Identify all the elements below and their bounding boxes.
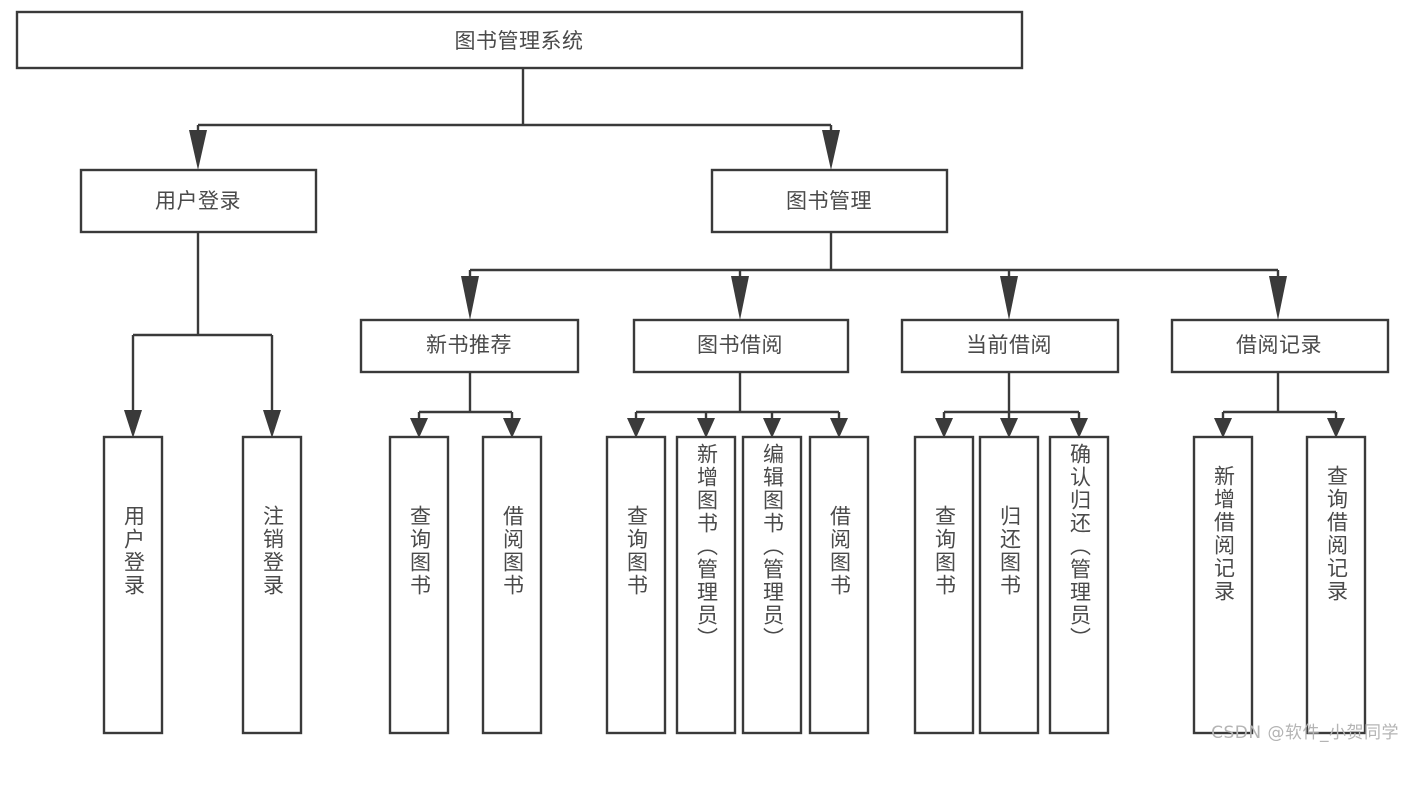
node-leaf-borrow-book-2-box[interactable] — [808, 435, 870, 735]
node-borrow-record-label: 借阅记录 — [1236, 333, 1322, 357]
arrow-root-to-user-login-icon — [189, 130, 207, 170]
csdn-watermark: CSDN @软件_小贺同学 — [1211, 723, 1399, 743]
node-leaf-query-book-2-box[interactable] — [605, 435, 667, 735]
node-new-book-recommend[interactable]: 新书推荐 — [359, 318, 580, 374]
node-leaf-add-record-box[interactable] — [1192, 435, 1254, 735]
node-leaf-query-record-box[interactable] — [1305, 435, 1367, 735]
node-book-management-box[interactable] — [710, 168, 949, 234]
arrow-bm-to-current-borrow-icon — [1000, 276, 1018, 320]
connector-layer — [124, 68, 1345, 438]
arrow-bb-leaf3-icon — [763, 418, 781, 438]
arrow-bm-to-new-book-icon — [461, 276, 479, 320]
node-user-login-label: 用户登录 — [155, 189, 241, 213]
node-book-borrow-label: 图书借阅 — [697, 333, 783, 357]
node-leaf-edit-book-box[interactable] — [741, 435, 803, 735]
node-leaf-add-book-box[interactable] — [675, 435, 737, 735]
arrow-nbr-leaf1-icon — [410, 418, 428, 438]
node-root-box[interactable] — [15, 10, 1024, 70]
node-borrow-record[interactable]: 借阅记录 — [1170, 318, 1390, 374]
hierarchy-diagram: 图书管理系统 用户登录 图书管理 新书推荐 图书借阅 当前借阅 借阅记录 — [15, 10, 1390, 735]
arrow-ul-leaf1-icon — [124, 410, 142, 438]
arrow-br-leaf1-icon — [1214, 418, 1232, 438]
node-leaf-return-book-box[interactable] — [978, 435, 1040, 735]
arrow-bb-leaf2-icon — [697, 418, 715, 438]
node-root[interactable]: 图书管理系统 — [15, 10, 1024, 70]
node-user-login[interactable]: 用户登录 — [79, 168, 318, 234]
arrow-root-to-book-management-icon — [822, 130, 840, 170]
arrow-bm-to-borrow-record-icon — [1269, 276, 1287, 320]
node-new-book-recommend-box[interactable] — [359, 318, 580, 374]
arrow-ul-leaf2-icon — [263, 410, 281, 438]
leaf-box-layer — [102, 435, 1367, 735]
node-current-borrow[interactable]: 当前借阅 — [900, 318, 1120, 374]
node-current-borrow-box[interactable] — [900, 318, 1120, 374]
node-leaf-query-book-3-box[interactable] — [913, 435, 975, 735]
node-leaf-logout-login-box[interactable] — [241, 435, 303, 735]
arrow-cb-leaf2-icon — [1000, 418, 1018, 438]
node-book-borrow-box[interactable] — [632, 318, 850, 374]
node-current-borrow-label: 当前借阅 — [966, 333, 1052, 357]
node-book-management[interactable]: 图书管理 — [710, 168, 949, 234]
arrow-cb-leaf1-icon — [935, 418, 953, 438]
arrow-bm-to-book-borrow-icon — [731, 276, 749, 320]
diagram-canvas-root: 图书管理系统 用户登录 图书管理 新书推荐 图书借阅 当前借阅 借阅记录 — [15, 10, 1399, 743]
node-user-login-box[interactable] — [79, 168, 318, 234]
arrow-bb-leaf1-icon — [627, 418, 645, 438]
node-leaf-query-book-1-box[interactable] — [388, 435, 450, 735]
node-leaf-confirm-return-box[interactable] — [1048, 435, 1110, 735]
node-book-management-label: 图书管理 — [786, 189, 872, 213]
arrow-br-leaf2-icon — [1327, 418, 1345, 438]
node-book-borrow[interactable]: 图书借阅 — [632, 318, 850, 374]
arrow-nbr-leaf2-icon — [503, 418, 521, 438]
arrow-cb-leaf3-icon — [1070, 418, 1088, 438]
arrow-bb-leaf4-icon — [830, 418, 848, 438]
node-new-book-recommend-label: 新书推荐 — [426, 333, 512, 357]
node-leaf-borrow-book-1-box[interactable] — [481, 435, 543, 735]
node-leaf-user-login-box[interactable] — [102, 435, 164, 735]
node-borrow-record-box[interactable] — [1170, 318, 1390, 374]
node-root-label: 图书管理系统 — [455, 29, 584, 53]
